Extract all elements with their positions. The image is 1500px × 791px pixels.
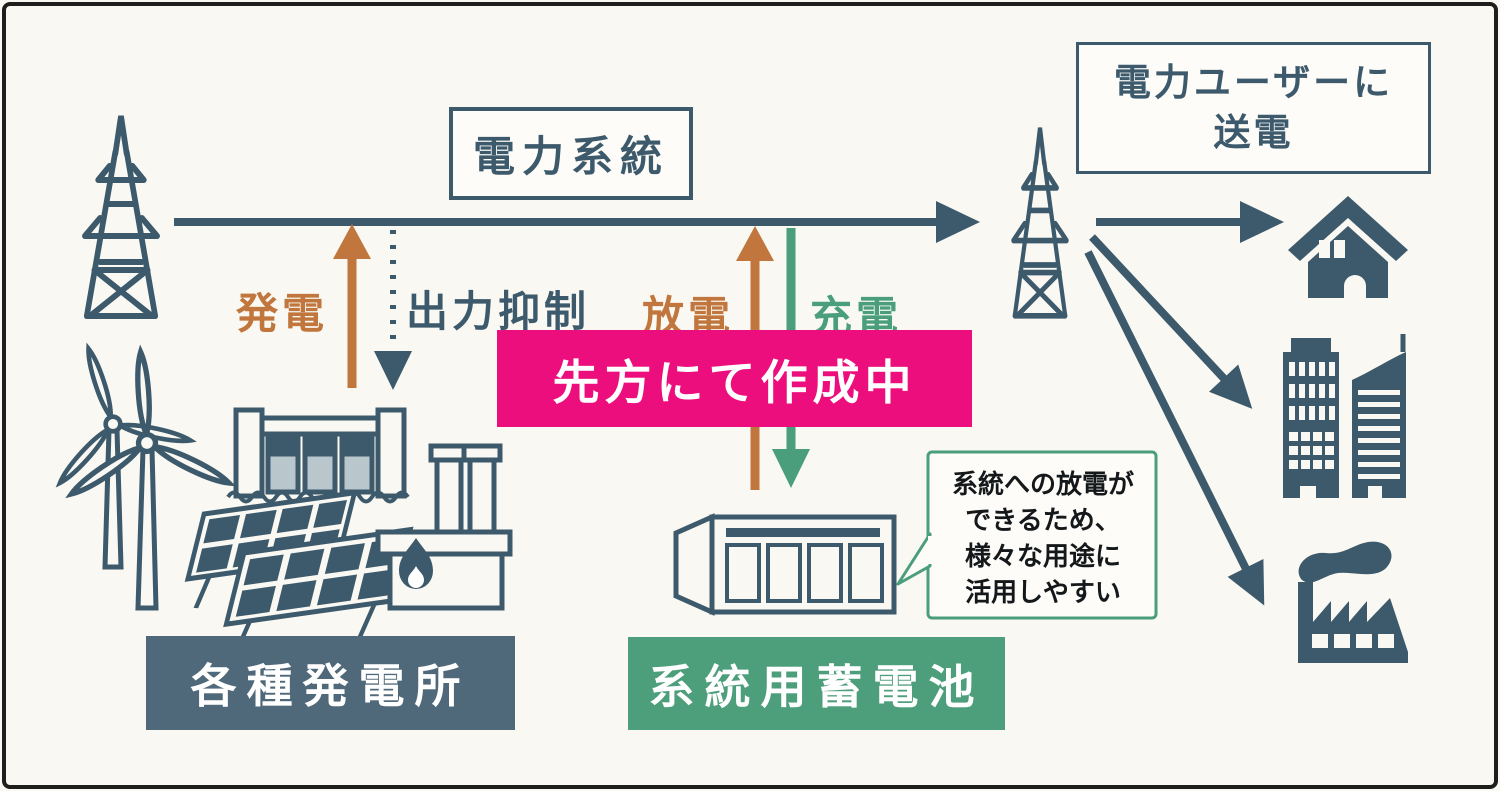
speech-bubble-line: 系統への放電が xyxy=(951,469,1134,499)
power-grid-label: 電力系統 xyxy=(472,133,669,180)
power-grid-label-box: 電力系統 xyxy=(449,107,693,200)
house-icon xyxy=(1288,196,1408,298)
pylon-right-icon xyxy=(1013,128,1066,316)
to-building-arrow xyxy=(1089,234,1253,409)
generation-arrow xyxy=(333,224,371,388)
hydro-dam-icon xyxy=(226,407,410,504)
curtailment-arrow xyxy=(374,230,412,390)
to-factory-arrow xyxy=(1084,250,1265,606)
transmission-label-line2: 送電 xyxy=(1213,112,1294,153)
speech-bubble-text: 系統への放電が できるため、 様々な用途に 活用しやすい xyxy=(932,466,1154,610)
to-house-arrow xyxy=(1096,201,1284,243)
transmission-label-line1: 電力ユーザーに xyxy=(1113,62,1394,103)
speech-bubble-line: 活用しやすい xyxy=(965,577,1121,607)
solar-panel-icon xyxy=(184,489,414,656)
wip-banner: 先方にて作成中 xyxy=(497,330,972,427)
generation-label: 発電 xyxy=(236,290,329,337)
grid-line-arrow xyxy=(174,201,980,243)
thermal-plant-icon xyxy=(375,443,513,611)
plants-label: 各種発電所 xyxy=(146,636,515,730)
office-buildings-icon xyxy=(1283,334,1406,498)
battery-container-icon xyxy=(673,513,897,616)
battery-label: 系統用蓄電池 xyxy=(628,637,1005,730)
transmission-label-box: 電力ユーザーに 送電 xyxy=(1076,42,1431,174)
speech-bubble-line: できるため、 xyxy=(965,505,1121,535)
speech-bubble-line: 様々な用途に xyxy=(964,541,1121,571)
curtailment-label: 出力抑制 xyxy=(406,288,591,335)
wind-turbine-icon xyxy=(57,342,256,611)
pylon-left-icon xyxy=(85,116,157,316)
factory-icon xyxy=(1298,541,1408,663)
speech-bubble xyxy=(896,450,1158,620)
